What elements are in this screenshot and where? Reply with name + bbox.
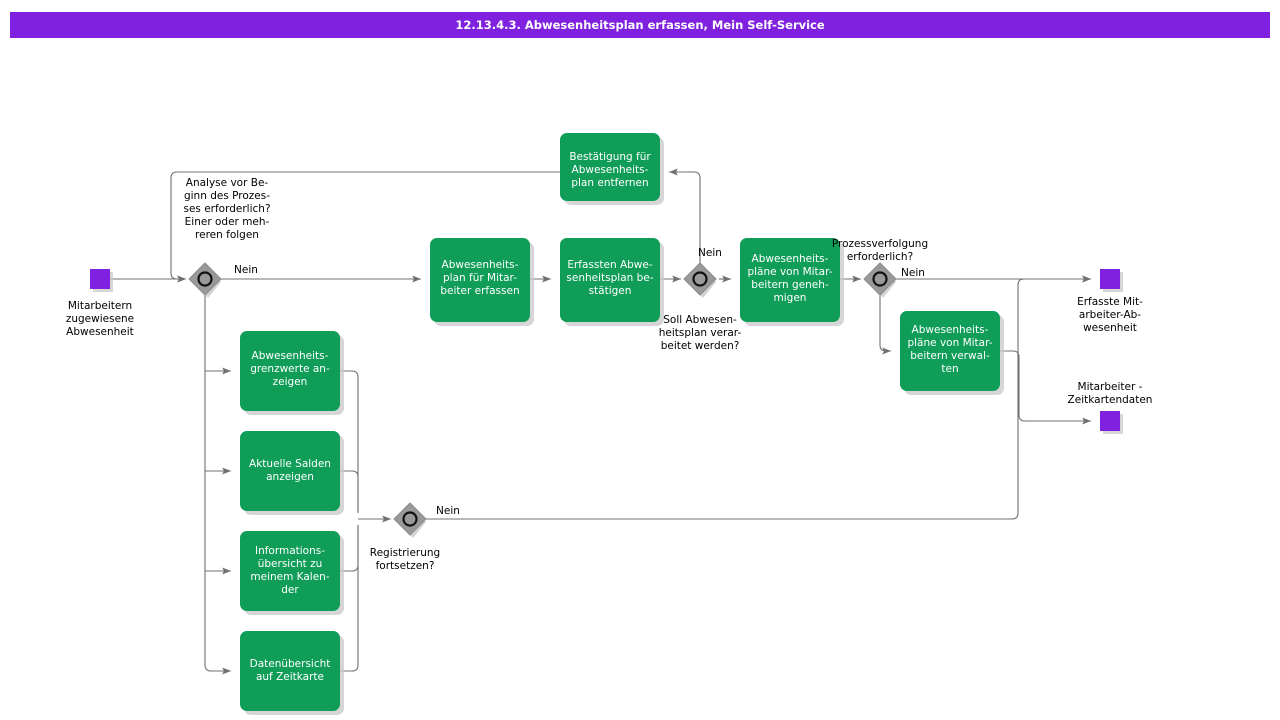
connector-gw-prozessverfolgung-to-plaene-verwalten (879, 295, 891, 355)
gateways-layer (188, 262, 897, 538)
task-label-line: Datenübersicht (250, 658, 331, 670)
edge-label-nein: Nein (436, 505, 460, 517)
gateway-question-line: fortsetzen? (376, 560, 435, 572)
gateway-question-line: heitsplan verar- (659, 327, 742, 339)
connector-gw-registrierung-to-end-erfasste (426, 275, 1091, 520)
task-bestaetigung-fuer-abwesenheitsplan-entfernen[interactable]: Bestätigung für Abwesenheits- plan entfe… (560, 133, 664, 205)
connector-datenuebersicht-to-merge (340, 525, 359, 672)
data-object-mitarbeitern-zugewiesene-abwesenheit[interactable]: Mitarbeitern zugewiesene Abwesenheit (66, 269, 134, 338)
gateway-question-line: Prozessverfolgung (832, 238, 928, 250)
task-informationsuebersicht-zu-meinem-kalender[interactable]: Informations- übersicht zu meinem Kalen-… (240, 531, 344, 615)
gateway-question-line: ses erforderlich? (183, 203, 270, 215)
task-abwesenheitsplaene-von-mitarbeitern-verwalten[interactable]: Abwesenheits- pläne von Mitar- beitern v… (900, 311, 1004, 395)
connector-gw-verarbeitet-to-bestaetigung-entfernen (669, 168, 701, 263)
connections-layer (110, 168, 1091, 675)
edge-labels-layer: Nein Nein Nein Nein (234, 247, 925, 517)
task-datenuebersicht-auf-zeitkarte[interactable]: Datenübersicht auf Zeitkarte (240, 631, 344, 715)
task-label-line: meinem Kalen- (250, 571, 329, 583)
task-label-line: stätigen (589, 285, 632, 297)
gateway-analyse-vor-beginn[interactable] (188, 262, 222, 298)
data-object-label-line: zugewiesene (66, 313, 134, 325)
task-label-line: beitern geneh- (751, 279, 829, 291)
data-object-label-line: Zeitkartendaten (1068, 394, 1153, 406)
gateway-label-registrierung-fortsetzen: Registrierung fortsetzen? (370, 547, 440, 572)
task-label-line: pläne von Mitar- (907, 337, 992, 349)
task-label-line: Erfassten Abwe- (567, 259, 652, 271)
data-object-label-line: arbeiter-Ab- (1079, 309, 1141, 321)
page-title: 12.13.4.3. Abwesenheitsplan erfassen, Me… (455, 18, 825, 32)
gateway-question-line: erforderlich? (847, 251, 913, 263)
task-label-line: beitern verwal- (910, 350, 990, 362)
gateway-soll-abwesenheitsplan-verarbeitet[interactable] (683, 262, 717, 298)
title-bar: 12.13.4.3. Abwesenheitsplan erfassen, Me… (10, 12, 1270, 38)
task-label-line: Abwesenheits- (252, 350, 329, 362)
connector-gw-analyse-spine (204, 295, 231, 675)
task-label-line: übersicht zu (258, 558, 323, 570)
edge-label-nein: Nein (234, 264, 258, 276)
data-object-label-line: Mitarbeitern (68, 300, 132, 312)
gateway-question-line: ginn des Prozes- (184, 190, 270, 202)
data-object-mitarbeiter-zeitkartendaten[interactable]: Mitarbeiter - Zeitkartendaten (1068, 381, 1153, 434)
task-label-line: Informations- (255, 545, 325, 557)
task-label-line: zeigen (273, 376, 308, 388)
gateway-question-line: Einer oder meh- (185, 216, 270, 228)
task-label-line: ten (941, 363, 958, 375)
data-object-label-line: wesenheit (1083, 322, 1137, 334)
task-label-line: plan entfernen (571, 177, 648, 189)
edge-label-nein: Nein (901, 267, 925, 279)
gateway-question-line: reren folgen (195, 229, 259, 241)
task-label-line: Abwesenheits- (752, 253, 829, 265)
gateway-label-soll-abwesenheitsplan-verarbeitet: Soll Abwesen- heitsplan verar- beitet we… (659, 314, 742, 352)
task-abwesenheitsplan-fuer-mitarbeiter-erfassen[interactable]: Abwesenheits- plan für Mitar- beiter erf… (430, 238, 534, 326)
task-label-line: Bestätigung für (569, 151, 651, 163)
tasks-layer: Bestätigung für Abwesenheits- plan entfe… (240, 133, 1004, 715)
task-label-line: Aktuelle Salden (249, 458, 331, 470)
task-aktuelle-salden-anzeigen[interactable]: Aktuelle Salden anzeigen (240, 431, 344, 515)
connector-grenzwerte-to-merge (340, 370, 359, 513)
task-label-line: grenzwerte an- (250, 363, 330, 375)
gateway-label-prozessverfolgung-erforderlich: Prozessverfolgung erforderlich? (832, 238, 928, 263)
edge-label-nein: Nein (698, 247, 722, 259)
gateway-question-line: Registrierung (370, 547, 440, 559)
data-object-label-line: Erfasste Mit- (1077, 296, 1143, 308)
gateway-prozessverfolgung-erforderlich[interactable] (863, 262, 897, 298)
gateway-question-line: Analyse vor Be- (186, 177, 269, 189)
task-label-line: beiter erfassen (440, 285, 519, 297)
connector-plaene-verwalten-to-end-zeitkarte (1000, 350, 1091, 425)
data-object-label-line: Abwesenheit (66, 326, 134, 338)
task-label-line: senheitsplan be- (566, 272, 653, 284)
task-abwesenheitsgrenzwerte-anzeigen[interactable]: Abwesenheits- grenzwerte an- zeigen (240, 331, 344, 415)
connector-bestaetigung-entfernen-to-gw-analyse (170, 171, 560, 283)
task-abwesenheitsplaene-von-mitarbeitern-genehmigen[interactable]: Abwesenheits- pläne von Mitar- beitern g… (740, 238, 844, 326)
gateway-registrierung-fortsetzen[interactable] (393, 502, 427, 538)
data-object-erfasste-mitarbeiter-abwesenheit[interactable]: Erfasste Mit- arbeiter-Ab- wesenheit (1077, 269, 1143, 334)
events-layer: Mitarbeitern zugewiesene Abwesenheit Erf… (66, 269, 1153, 434)
task-erfassten-abwesenheitsplan-bestaetigen[interactable]: Erfassten Abwe- senheitsplan be- stätige… (560, 238, 664, 326)
connector-salden-to-merge (340, 470, 359, 513)
task-label-line: plan für Mitar- (443, 272, 517, 284)
task-label-line: anzeigen (266, 471, 314, 483)
task-label-line: Abwesenheits- (912, 324, 989, 336)
gateway-question-line: beitet werden? (661, 340, 740, 352)
task-label-line: auf Zeitkarte (256, 671, 324, 683)
task-label-line: migen (774, 292, 807, 304)
data-object-label-line: Mitarbeiter - (1078, 381, 1143, 393)
task-label-line: Abwesenheits- (572, 164, 649, 176)
gateway-question-line: Soll Abwesen- (663, 314, 737, 326)
task-label-line: Abwesenheits- (442, 259, 519, 271)
gateway-labels-layer: Analyse vor Be- ginn des Prozes- ses erf… (183, 177, 928, 572)
gateway-label-analyse-vor-beginn: Analyse vor Be- ginn des Prozes- ses erf… (183, 177, 270, 241)
task-label-line: der (281, 584, 299, 596)
task-label-line: pläne von Mitar- (747, 266, 832, 278)
